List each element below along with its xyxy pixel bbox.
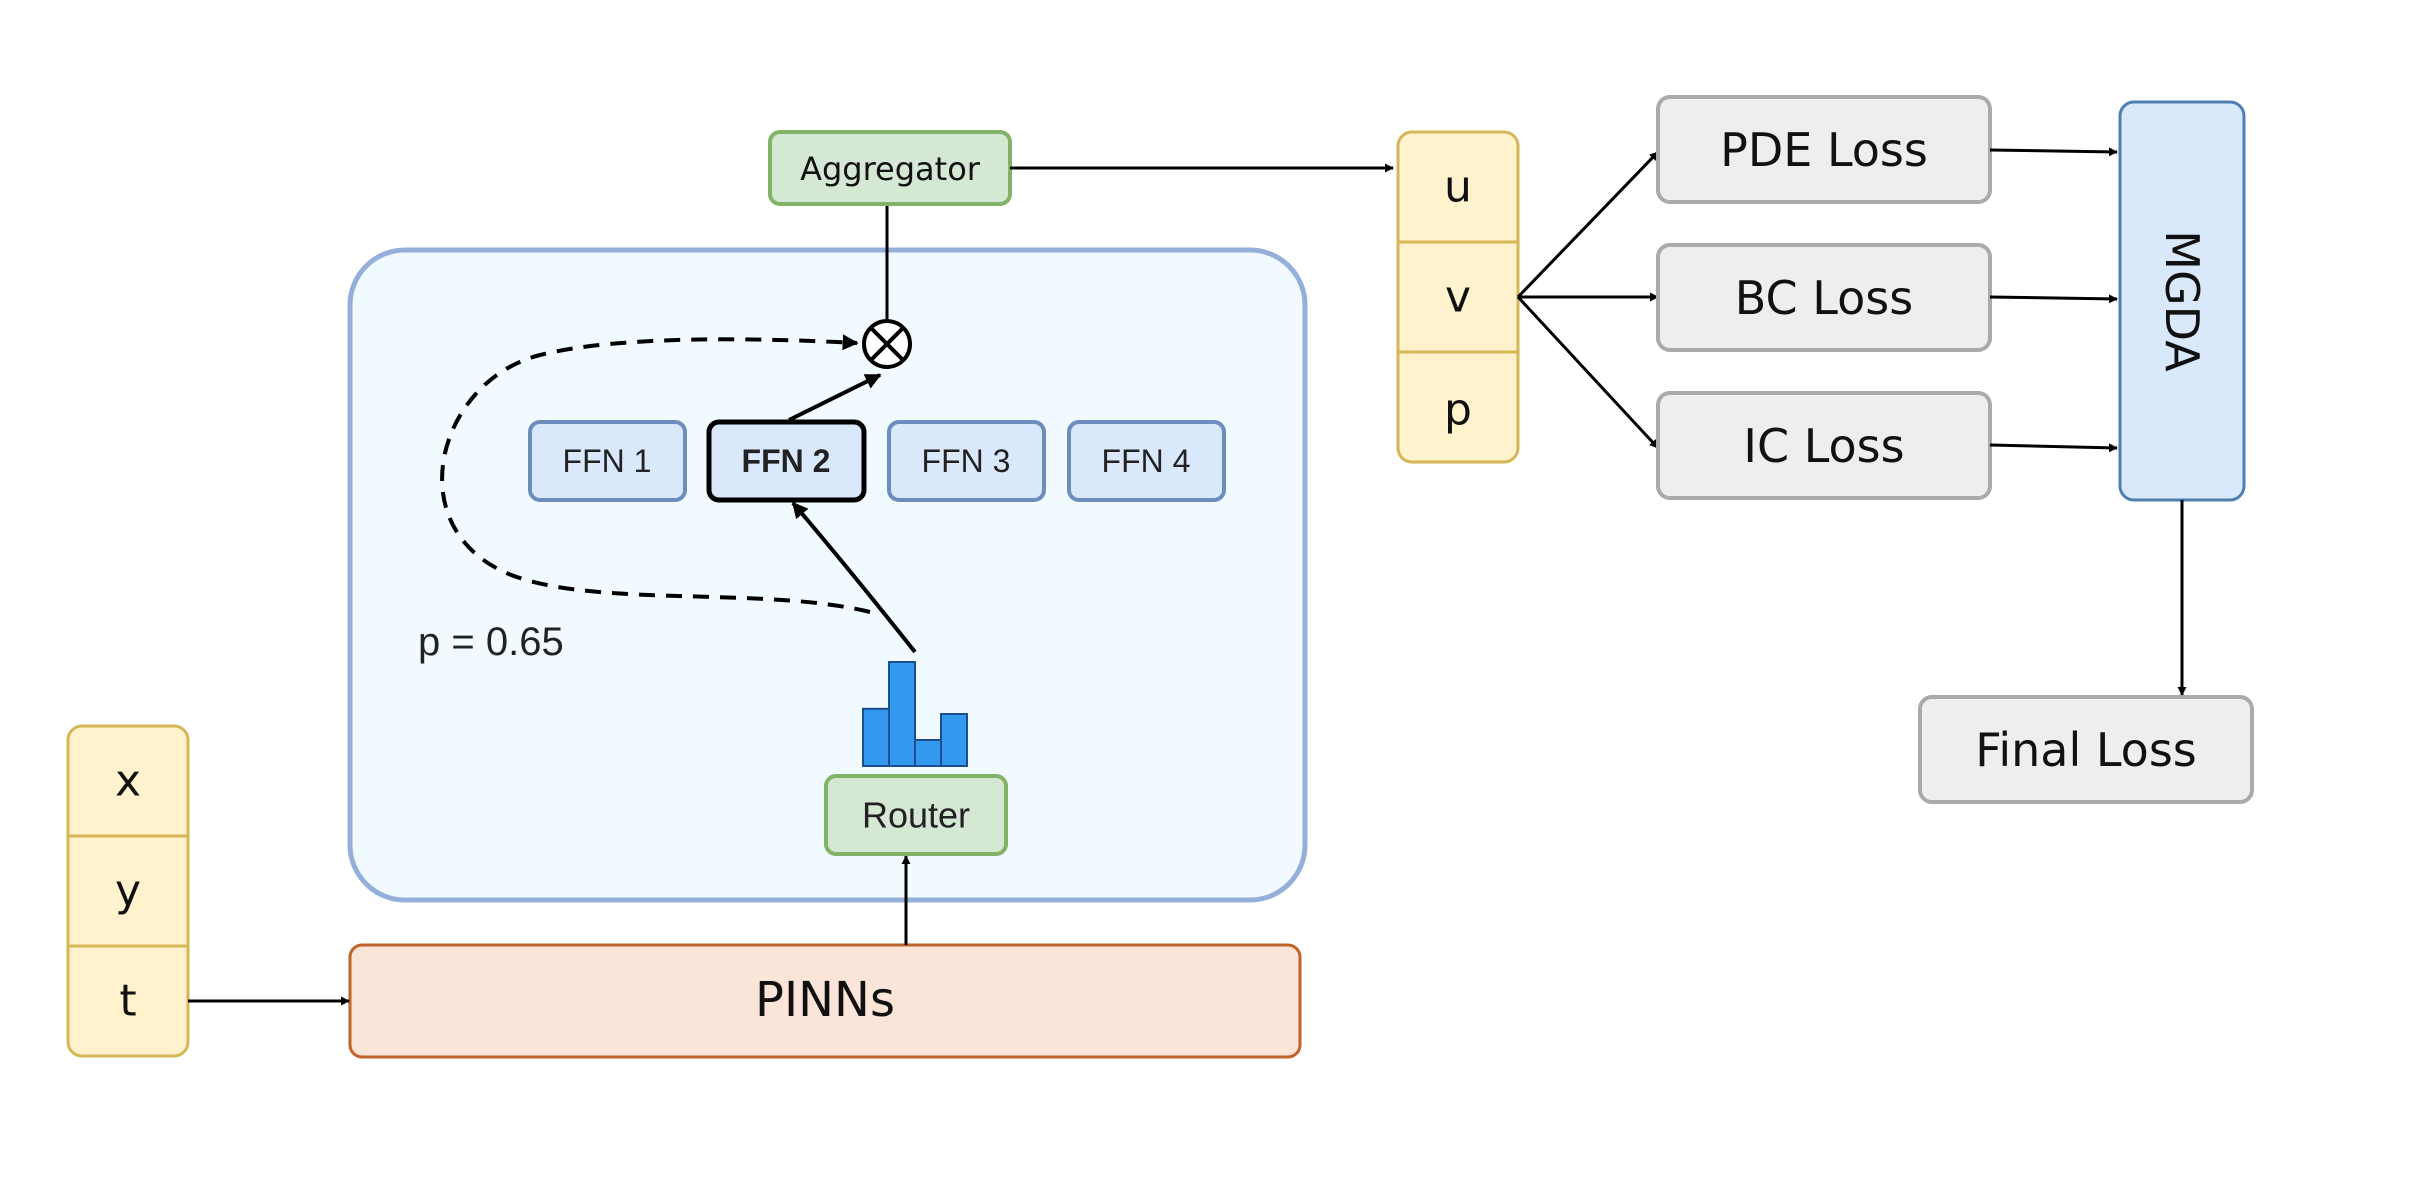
expert-ffn2-box — [706, 419, 867, 503]
bc-loss-label: BC Loss — [1735, 271, 1913, 325]
router-label: Router — [862, 795, 970, 836]
input-x-label: x — [115, 756, 141, 807]
output-to-ic-arrow — [1516, 295, 1660, 450]
input-column: x y t — [66, 724, 190, 1058]
pde-to-mgda-arrow — [1989, 147, 2118, 157]
router-box — [824, 774, 1008, 856]
expert-ffn3-box — [887, 420, 1046, 502]
moe-panel — [347, 247, 1308, 903]
pde-loss-label: PDE Loss — [1720, 123, 1928, 177]
output-column: u v p — [1396, 130, 1520, 464]
input-y-label: y — [115, 866, 141, 917]
probability-label: p = 0.65 — [418, 620, 564, 664]
multiply-icon — [862, 319, 912, 369]
mgda-label: MGDA — [2155, 230, 2209, 372]
output-u-label: u — [1444, 162, 1472, 213]
expert-ffn4-label: FFN 4 — [1102, 443, 1191, 479]
router-histogram-bar-3 — [914, 739, 942, 767]
pinns-box — [348, 943, 1302, 1059]
expert-ffn1-label: FFN 1 — [563, 443, 652, 479]
ffn2-to-multiply-arrow — [788, 373, 882, 422]
router-histogram-bar-2 — [888, 661, 916, 767]
router-to-ffn2-arrow — [791, 501, 917, 654]
input-t-label: t — [119, 976, 136, 1027]
probability-dashed-arc — [440, 334, 871, 614]
expert-ffn2-label: FFN 2 — [742, 443, 831, 479]
router-histogram-bar-4 — [940, 713, 968, 767]
router-histogram — [862, 661, 968, 767]
output-p-label: p — [1444, 385, 1472, 436]
expert-ffn3-label: FFN 3 — [922, 443, 1011, 479]
pde-loss-box — [1656, 95, 1992, 204]
ic-to-mgda-arrow — [1989, 443, 2118, 453]
final-loss-box — [1918, 695, 2254, 804]
expert-ffn4-box — [1067, 420, 1226, 502]
expert-row: FFN 1 FFN 2 FFN 3 FFN 4 — [528, 419, 1226, 503]
aggregator-label: Aggregator — [800, 150, 981, 188]
pinns-label: PINNs — [755, 972, 895, 1028]
expert-ffn1-box — [528, 420, 687, 502]
final-loss-label: Final Loss — [1975, 723, 2197, 777]
bc-to-mgda-arrow — [1989, 294, 2118, 304]
output-to-pde-arrow — [1516, 150, 1660, 299]
router-histogram-bar-1 — [862, 707, 890, 767]
output-v-label: v — [1445, 272, 1471, 323]
ic-loss-label: IC Loss — [1743, 419, 1904, 473]
